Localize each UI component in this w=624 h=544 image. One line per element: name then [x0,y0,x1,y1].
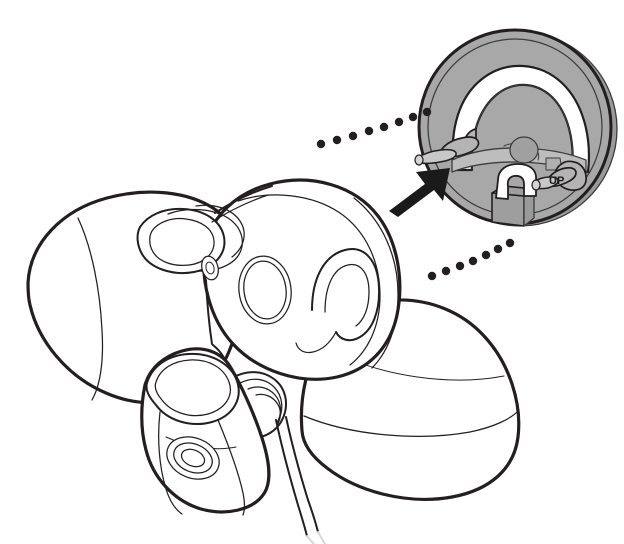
guide-dot [493,244,503,254]
pin-left-endcap [414,154,424,166]
clip-stem [205,279,213,345]
camera-lens-glass [180,448,206,468]
guide-dot [348,131,358,141]
guide-dot [422,107,432,117]
knuckle-rib-3 [255,393,281,426]
power-cable [275,416,326,544]
camera-module [140,347,271,516]
hook-right-inner [324,263,370,327]
plate-pin-lower-right [531,160,587,191]
center-dome-edge [353,197,399,369]
camera-top-face-outer [145,352,240,426]
right-lamp-band [303,409,520,437]
cable-fade-inner [317,531,326,544]
guide-dot [455,261,465,271]
guide-dot [468,256,478,266]
arrow-glyph [389,168,450,217]
upper-alignment-dots [316,107,432,149]
guide-dot [364,126,374,136]
left-lamp-crease [77,217,104,401]
cable-fade-outer [306,535,315,544]
camera-panel-seam-right [217,419,246,516]
guide-dot [379,122,389,132]
plate-screw-hole [509,136,539,164]
plate-latch-clip [491,163,537,227]
plate-pin-upper-left [414,128,480,166]
center-dome-rim [237,194,381,366]
mounting-plate: UP [414,28,618,227]
camera-top-face-inner [154,359,231,417]
guide-dot [316,139,326,149]
latch-spring-tab [495,163,537,200]
hook-right-outer [311,248,381,342]
lower-alignment-dots [427,238,515,281]
knuckle-rib-1 [239,378,283,422]
clip-left-loop-back [195,204,245,258]
mount-hook-right [295,248,381,354]
guide-dot [481,250,491,260]
guide-dot [408,112,418,122]
up-label: UP [549,175,564,187]
guide-dot [427,271,437,281]
pin-right-endcap [531,179,541,191]
clip-left-loop-top [167,208,243,272]
hook-right-foot [295,331,337,354]
guide-dot [505,238,515,248]
guide-dot [441,266,451,276]
mount-clip-left [136,185,273,345]
cable-line-inner [285,416,319,533]
guide-dot [332,135,342,145]
guide-dot [394,117,404,127]
clip-arm [214,185,273,214]
clip-hinge-eye-inner [205,261,215,275]
floodlight-assembly [26,178,521,544]
cable-line-outer [275,419,308,537]
camera-panel-seam-left [158,411,183,515]
mount-ring-inner [243,260,287,320]
assembly-direction-arrow [389,168,450,217]
clip-arm-edge [211,194,269,223]
